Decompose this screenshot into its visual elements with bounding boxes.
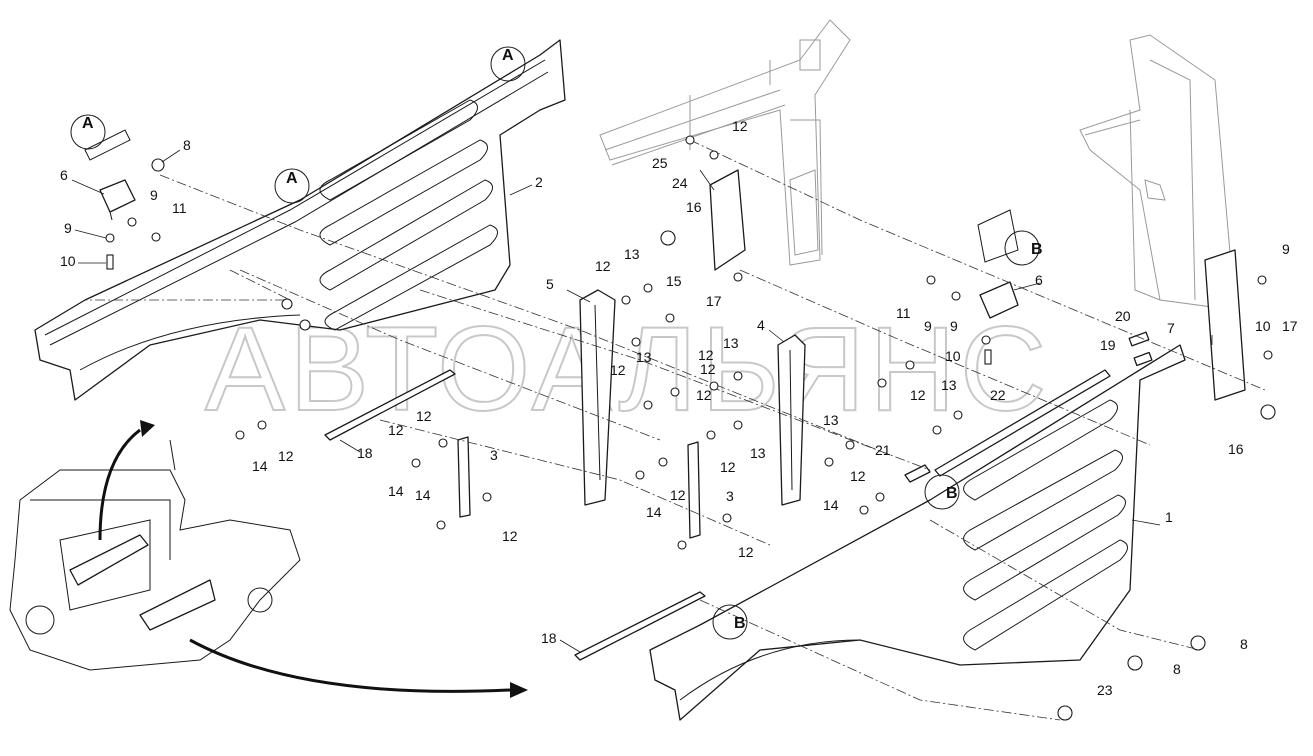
callout-label: 13	[624, 246, 640, 262]
callout-label: 17	[1282, 318, 1298, 334]
machine-frame-right	[1079, 34, 1236, 311]
view-markers: A A A B B B	[70, 46, 1043, 640]
callout-label: 3	[490, 447, 498, 463]
svg-text:A: A	[286, 170, 298, 187]
callout-label: 12	[910, 387, 926, 403]
callout-label: 2	[535, 174, 543, 190]
callout-label: 12	[720, 459, 736, 475]
machine-frame-center	[599, 19, 851, 266]
part-7-bracket	[1204, 249, 1246, 401]
callout-label: 11	[896, 305, 911, 321]
callout-label: 12	[388, 422, 404, 438]
callout-label: 16	[1228, 441, 1244, 457]
callout-label: 12	[732, 118, 748, 134]
callout-label: 12	[502, 528, 518, 544]
callout-label: 16	[686, 199, 702, 215]
callout-label: 14	[252, 458, 268, 474]
callout-label: 12	[696, 387, 712, 403]
callout-label: 4	[757, 317, 765, 333]
callout-label: 6	[1035, 272, 1043, 288]
callout-label: 12	[738, 544, 754, 560]
callout-label: 8	[1173, 661, 1181, 677]
view-marker: A	[70, 114, 106, 150]
callout-label: 12	[416, 408, 432, 424]
callout-label: 11	[172, 200, 187, 216]
callout-label: 10	[60, 253, 76, 269]
callout-label: 12	[595, 258, 611, 274]
callout-label: 7	[1167, 320, 1175, 336]
callout-label: 21	[875, 442, 891, 458]
callout-label: 1	[1165, 509, 1173, 525]
svg-text:A: A	[502, 47, 514, 64]
callout-label: 12	[700, 361, 716, 377]
callout-label: 19	[1100, 337, 1116, 353]
callout-labels: 8 6 9 11 9 10 2 12 25 24 16 17 12 13 5 1…	[60, 118, 1298, 698]
callout-label: 25	[652, 155, 668, 171]
svg-text:B: B	[734, 615, 746, 632]
svg-text:A: A	[82, 115, 94, 132]
part-5-vertical-bracket	[579, 289, 616, 506]
callout-label: 8	[1240, 636, 1248, 652]
machine-overview-thumbnail	[9, 439, 301, 671]
callout-label: 17	[706, 293, 722, 309]
svg-text:B: B	[1031, 241, 1043, 258]
part-3-links	[457, 436, 701, 539]
callout-label: 8	[183, 137, 191, 153]
callout-leaders	[71, 149, 1213, 653]
callout-label: 12	[610, 362, 626, 378]
callout-label: 6	[60, 167, 68, 183]
reference-arrows	[98, 420, 528, 698]
callout-label: 13	[723, 335, 739, 351]
view-marker: A	[490, 46, 526, 82]
svg-text:B: B	[946, 485, 958, 502]
callout-label: 18	[541, 630, 557, 646]
callout-label: 20	[1115, 308, 1131, 324]
part-1-side-panel	[649, 344, 1186, 721]
callout-label: 14	[823, 497, 839, 513]
view-marker: B	[924, 474, 960, 510]
part-24-bracket	[709, 169, 746, 271]
callout-label: 12	[850, 468, 866, 484]
part-18-rods	[324, 369, 706, 661]
callout-label: 22	[990, 387, 1006, 403]
callout-label: 12	[698, 347, 714, 363]
callout-label: 14	[388, 483, 404, 499]
callout-label: 5	[546, 276, 554, 292]
callout-label: 9	[150, 187, 158, 203]
view-marker: B	[1004, 230, 1043, 266]
callout-label: 12	[278, 448, 294, 464]
part-19-21-rails	[904, 331, 1153, 483]
part-4-vertical-bracket	[777, 334, 806, 506]
callout-label: 9	[64, 220, 72, 236]
fasteners	[105, 135, 1276, 721]
part-6-bracket-right	[977, 209, 1019, 319]
callout-label: 13	[750, 445, 766, 461]
callout-label: 13	[823, 412, 839, 428]
part-2-side-panel	[34, 39, 566, 401]
view-marker: A	[274, 168, 310, 204]
callout-label: 24	[672, 175, 688, 191]
callout-label: 9	[924, 318, 932, 334]
view-marker: B	[712, 604, 748, 640]
callout-label: 23	[1097, 682, 1113, 698]
callout-label: 10	[945, 348, 961, 364]
part-6-bracket-left	[84, 129, 136, 221]
callout-label: 3	[726, 488, 734, 504]
callout-label: 14	[646, 504, 662, 520]
callout-label: 13	[941, 377, 957, 393]
callout-label: 15	[666, 273, 682, 289]
callout-label: 18	[357, 445, 373, 461]
assembly-centerlines	[85, 139, 1266, 721]
callout-label: 12	[670, 487, 686, 503]
callout-label: 9	[950, 318, 958, 334]
callout-label: 13	[636, 349, 652, 365]
callout-label: 10	[1255, 318, 1271, 334]
callout-label: 9	[1282, 241, 1290, 257]
callout-label: 14	[415, 487, 431, 503]
